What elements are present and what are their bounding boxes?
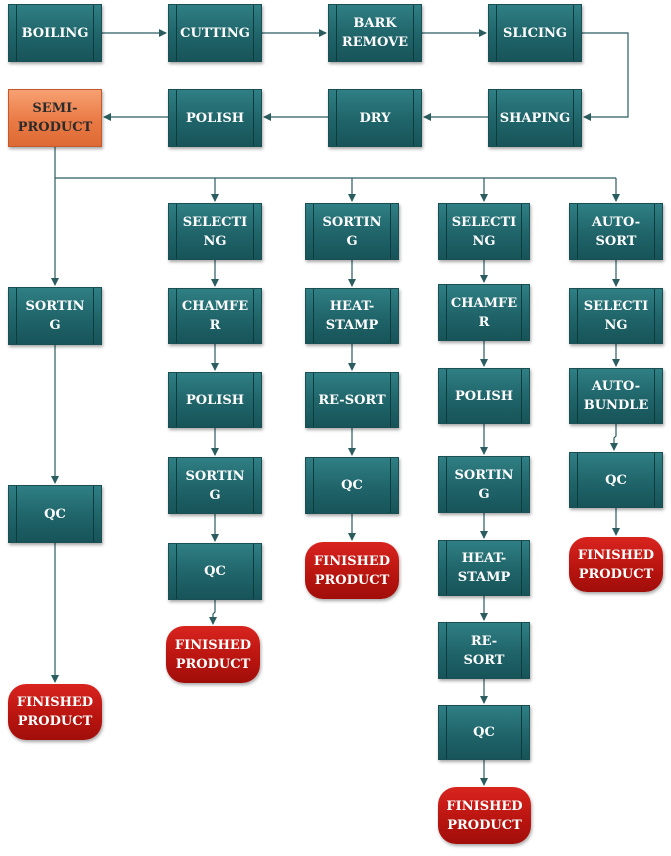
semi-product-step: SEMI- PRODUCT: [8, 89, 102, 147]
c2-selecting-step: SELECTI NG: [168, 203, 262, 260]
c2-polish-step: POLISH: [168, 372, 262, 428]
c4-qc-step: QC: [438, 705, 530, 760]
c2-chamfer-step: CHAMFE R: [168, 288, 262, 344]
slicing-to-shaping-connector: [582, 32, 629, 121]
c3-qc-step: QC: [305, 457, 399, 514]
c2-sorting-step: SORTIN G: [168, 457, 262, 514]
c4-sorting-step: SORTIN G: [438, 456, 530, 513]
shaping-step: SHAPING: [488, 89, 582, 147]
c5-auto-sort-step: AUTO- SORT: [569, 203, 663, 260]
dry-step: DRY: [328, 89, 422, 147]
c4-selecting-step: SELECTI NG: [438, 203, 530, 260]
c3-re-sort-step: RE-SORT: [305, 372, 399, 428]
c5-qc-step: QC: [569, 452, 663, 508]
cutting-step: CUTTING: [168, 4, 262, 62]
polish-main-step: POLISH: [168, 89, 262, 147]
c5-auto-bundle-to-qc-connector: [610, 424, 618, 451]
c1-finished-product: FINISHED PRODUCT: [8, 684, 102, 740]
c1-sorting-step: SORTIN G: [8, 287, 102, 345]
c2-qc-step: QC: [168, 543, 262, 600]
c5-selecting-step: SELECTI NG: [569, 288, 663, 344]
c4-heat-stamp-step: HEAT- STAMP: [438, 540, 530, 596]
c3-sorting-step: SORTIN G: [305, 203, 399, 260]
c4-polish-step: POLISH: [438, 368, 530, 424]
boiling-step: BOILING: [8, 4, 102, 62]
c4-finished-product: FINISHED PRODUCT: [438, 787, 531, 844]
slicing-step: SLICING: [488, 4, 582, 62]
c5-auto-bundle-step: AUTO- BUNDLE: [569, 368, 663, 424]
c4-chamfer-step: CHAMFE R: [438, 284, 530, 341]
c4-re-sort-step: RE- SORT: [438, 622, 530, 679]
c3-finished-product: FINISHED PRODUCT: [305, 542, 399, 599]
c2-qc-to-finished-connector: [209, 600, 217, 625]
c3-heat-stamp-step: HEAT- STAMP: [305, 288, 399, 344]
c2-finished-product: FINISHED PRODUCT: [166, 626, 260, 683]
c1-qc-step: QC: [8, 485, 102, 543]
bark-remove-step: BARK REMOVE: [328, 4, 422, 62]
c5-finished-product: FINISHED PRODUCT: [569, 537, 663, 592]
